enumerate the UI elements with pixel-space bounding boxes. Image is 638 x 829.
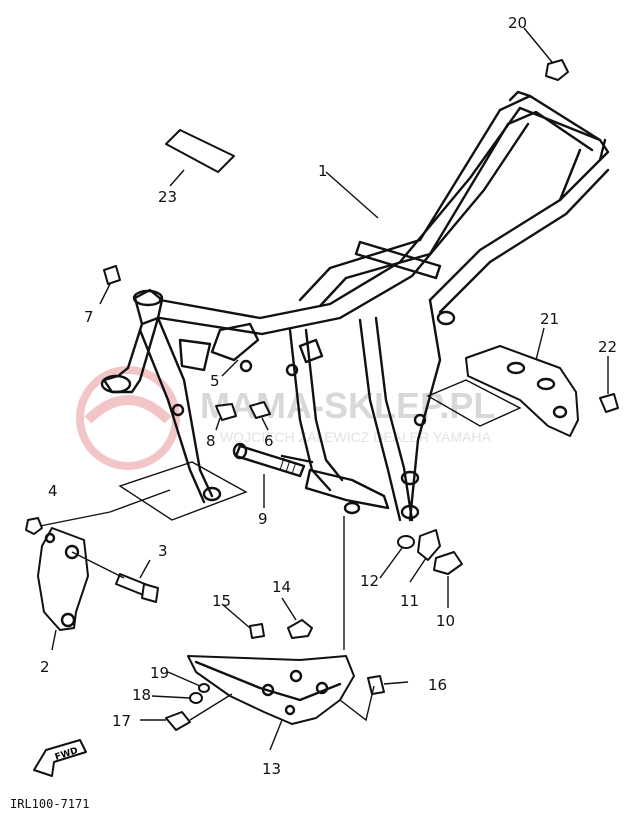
collar-12 [397, 535, 415, 549]
bolt-22 [599, 393, 619, 413]
part-label-11: 11 [400, 592, 419, 610]
part-label-4: 4 [48, 482, 58, 500]
front-bracket [37, 527, 89, 631]
leader-lines [51, 27, 609, 751]
fwd-arrow: FWD [33, 739, 87, 777]
watermark: MAMA-SKLEP.PL WOJCIECH ZALEWICZ DEALER Y… [76, 366, 495, 470]
part-label-6: 6 [264, 432, 274, 450]
plate-21 [465, 345, 579, 437]
leader-4 [39, 489, 171, 527]
part-label-21: 21 [540, 310, 559, 328]
bolt-15 [249, 623, 265, 639]
grommet-14 [287, 619, 313, 639]
watermark-logo-swoosh [84, 395, 172, 424]
part-label-13: 13 [262, 760, 281, 778]
part-label-18: 18 [132, 686, 151, 704]
nut-20 [545, 59, 569, 81]
part-labels: 1 2 3 4 5 6 7 8 9 10 11 12 13 14 15 16 1… [40, 14, 617, 778]
reference-outline-left [118, 461, 248, 521]
part-label-9: 9 [258, 510, 268, 528]
washer-19 [198, 683, 210, 693]
drawing-code: IRL100-7171 [10, 797, 89, 811]
part-label-7: 7 [84, 308, 94, 326]
bolts-6-8 [215, 401, 271, 421]
bolt-17 [165, 711, 191, 731]
leaders-skid [189, 516, 375, 722]
plate-23 [165, 129, 235, 173]
part-label-22: 22 [598, 338, 617, 356]
part-label-5: 5 [210, 372, 220, 390]
part-label-2: 2 [40, 658, 50, 676]
watermark-logo [76, 366, 180, 470]
leader-3-axis [71, 551, 125, 579]
part-label-17: 17 [112, 712, 131, 730]
part-label-16: 16 [428, 676, 447, 694]
bracket-11 [417, 529, 441, 561]
bolt-3 [115, 573, 159, 603]
reference-outline-right [426, 379, 522, 427]
nut-4 [25, 517, 43, 535]
part-label-12: 12 [360, 572, 379, 590]
part-label-10: 10 [436, 612, 455, 630]
part-label-15: 15 [212, 592, 231, 610]
main-frame [100, 90, 610, 522]
part-label-20: 20 [508, 14, 527, 32]
part-label-8: 8 [206, 432, 216, 450]
part-label-3: 3 [158, 542, 168, 560]
part-label-19: 19 [150, 664, 169, 682]
watermark-sub-text: WOJCIECH ZALEWICZ DEALER YAMAHA [220, 429, 492, 445]
nut-10 [433, 551, 463, 575]
engine-bolt [232, 442, 306, 478]
part-label-23: 23 [158, 188, 177, 206]
washer-18 [189, 692, 203, 704]
part-label-1: 1 [318, 162, 328, 180]
skid-plate [187, 655, 355, 725]
watermark-main-text: MAMA-SKLEP.PL [200, 385, 495, 426]
part-label-14: 14 [272, 578, 291, 596]
bolt-16 [367, 675, 385, 695]
bolt-7 [103, 265, 121, 285]
